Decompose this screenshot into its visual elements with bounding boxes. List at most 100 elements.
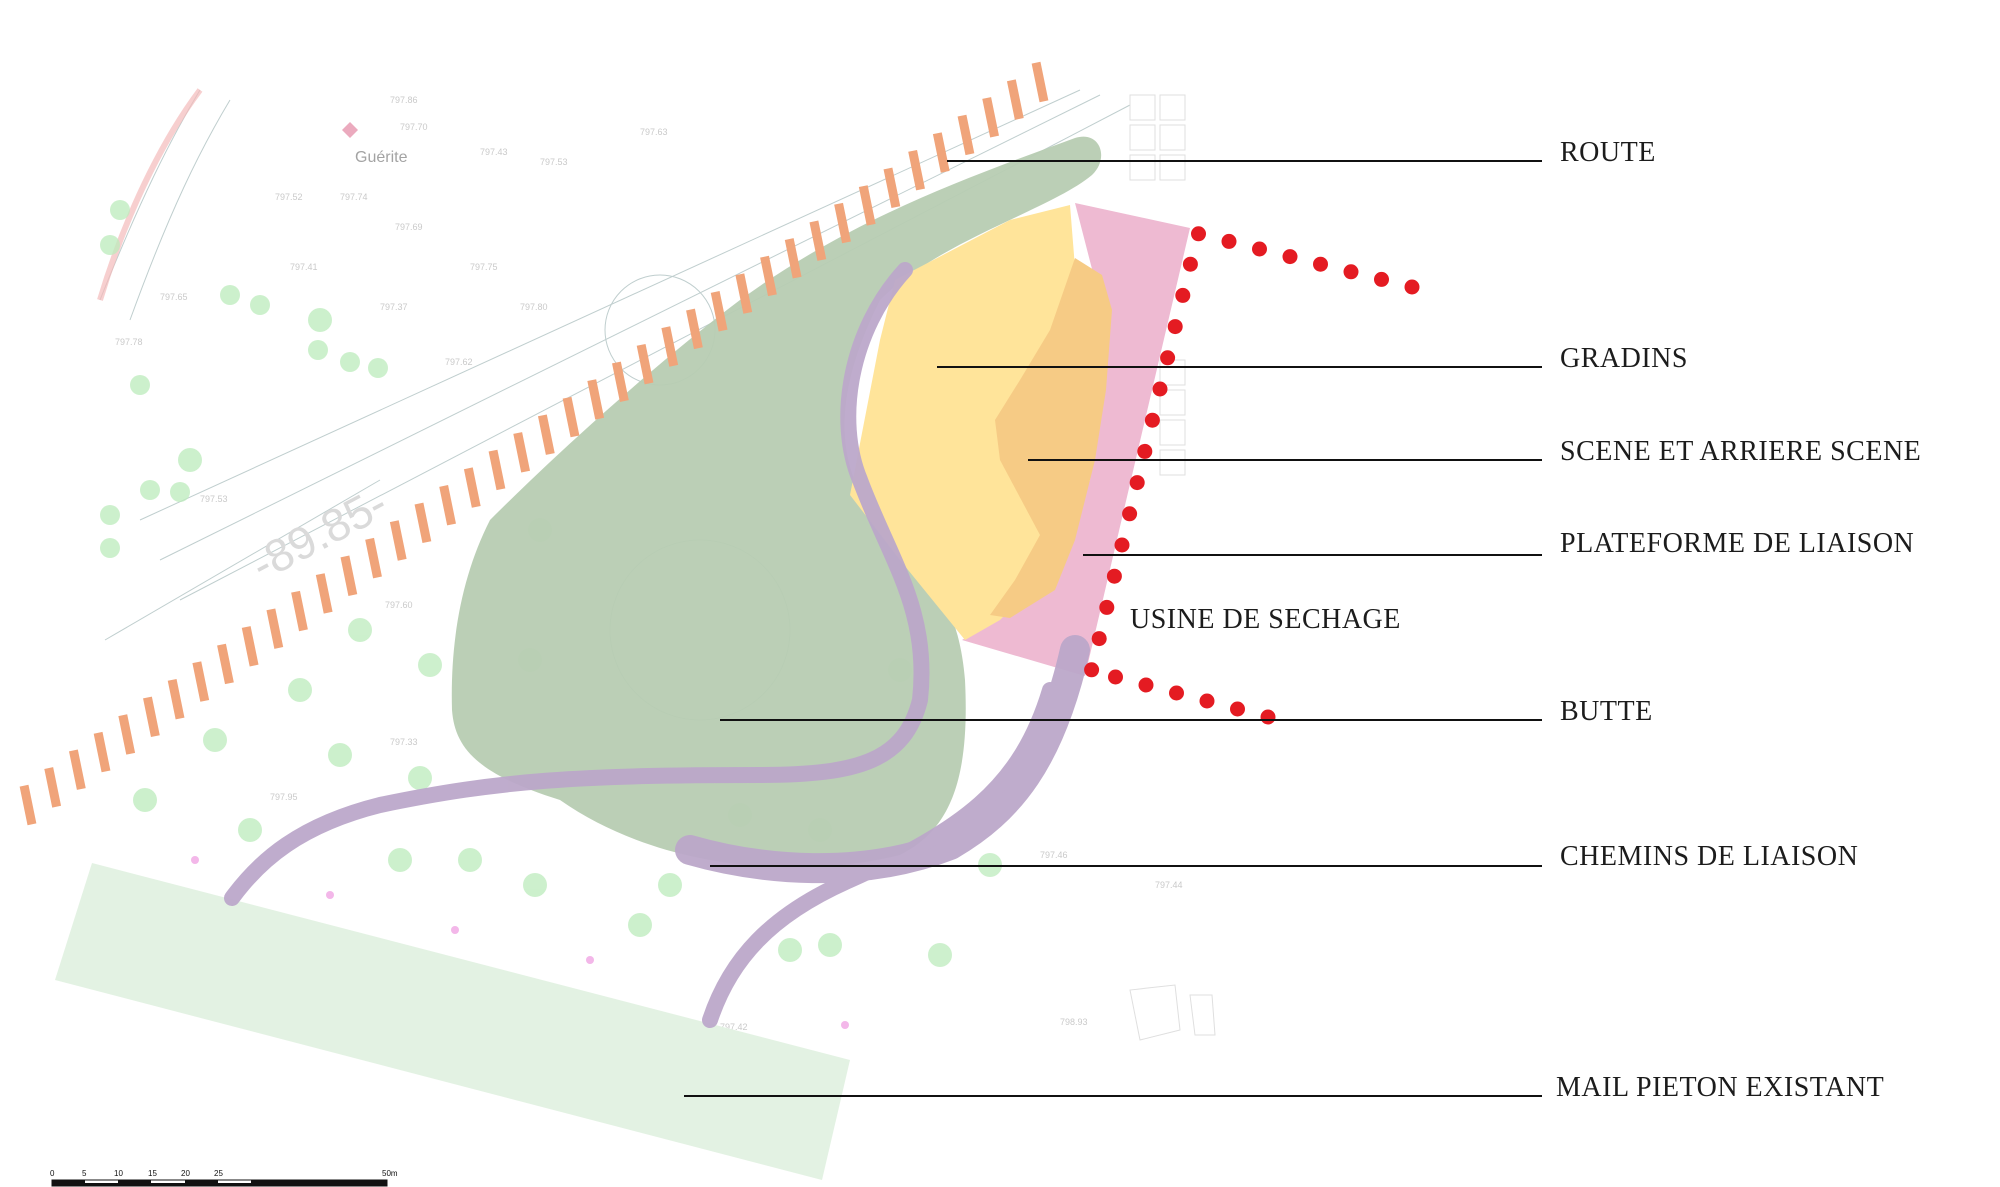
spot-height: 797.60 bbox=[385, 600, 413, 610]
usine-boundary-dot bbox=[1108, 669, 1123, 685]
label-butte: BUTTE bbox=[1560, 696, 1653, 727]
scale-tick-0: 0 bbox=[50, 1169, 55, 1178]
route-stripe bbox=[291, 590, 308, 632]
scale-tick-25: 25 bbox=[214, 1169, 223, 1178]
usine-boundary-dot bbox=[1260, 709, 1276, 725]
spot-height: 797.43 bbox=[480, 147, 508, 157]
route-stripe bbox=[661, 326, 679, 367]
spot-height: 797.33 bbox=[390, 737, 418, 747]
usine-boundary-dot bbox=[1129, 475, 1145, 491]
route-hatch bbox=[19, 61, 1049, 826]
route-stripe bbox=[957, 114, 975, 156]
route-stripe bbox=[562, 396, 580, 438]
usine-boundary-dot bbox=[1122, 506, 1138, 522]
route-stripe bbox=[463, 467, 481, 508]
spot-height: 797.65 bbox=[160, 292, 188, 302]
route-stripe bbox=[760, 255, 777, 297]
spot-height: 797.42 bbox=[720, 1022, 748, 1032]
usine-boundary-dot bbox=[1404, 279, 1420, 295]
route-stripe bbox=[932, 132, 950, 173]
usine-boundary-dot bbox=[1374, 271, 1389, 287]
route-stripe bbox=[982, 97, 999, 138]
route-stripe bbox=[118, 714, 136, 755]
route-stripe bbox=[365, 537, 382, 579]
route-stripe bbox=[167, 678, 185, 720]
leader-lines bbox=[684, 160, 1542, 1097]
spot-height: 797.86 bbox=[390, 95, 418, 105]
label-chemins: CHEMINS DE LIAISON bbox=[1560, 841, 1858, 872]
spot-height: 797.78 bbox=[115, 337, 143, 347]
spot-height: 797.69 bbox=[395, 222, 423, 232]
guerite-label: Guérite bbox=[355, 149, 408, 166]
route-stripe bbox=[612, 361, 629, 402]
route-stripe bbox=[735, 273, 753, 314]
usine-boundary-dot bbox=[1144, 412, 1160, 428]
route-stripe bbox=[439, 485, 456, 526]
chemin-sud bbox=[702, 682, 1058, 1028]
route-stripe bbox=[488, 449, 506, 491]
route-stripe bbox=[19, 784, 37, 826]
spot-height: 798.93 bbox=[1060, 1017, 1088, 1027]
route-stripe bbox=[686, 308, 703, 350]
scene-zone bbox=[990, 258, 1112, 618]
guerite-icon bbox=[342, 122, 358, 138]
usine-boundary-dot bbox=[1106, 568, 1122, 584]
route-stripe bbox=[340, 555, 358, 596]
route-stripe bbox=[834, 202, 851, 244]
spot-height: 797.41 bbox=[290, 262, 318, 272]
usine-boundary-dot bbox=[1169, 685, 1184, 701]
plateforme-zone bbox=[962, 203, 1190, 676]
spot-height: 797.62 bbox=[445, 357, 473, 367]
scale-tick-5: 5 bbox=[82, 1169, 87, 1178]
butte-zone bbox=[451, 136, 1102, 868]
route-stripe bbox=[143, 696, 160, 738]
usine-boundary-dot bbox=[1137, 443, 1153, 459]
gradins-zone bbox=[850, 205, 1092, 640]
route-stripe bbox=[809, 220, 827, 261]
usine-boundary-dot bbox=[1175, 287, 1191, 303]
spot-height: 797.52 bbox=[275, 192, 303, 202]
route-stripe bbox=[587, 379, 605, 420]
usine-boundary-dot bbox=[1199, 693, 1215, 709]
scale-tick-15: 15 bbox=[148, 1169, 157, 1178]
label-route: ROUTE bbox=[1560, 137, 1656, 168]
route-stripe bbox=[1006, 79, 1024, 120]
spot-height: 797.44 bbox=[1155, 880, 1183, 890]
spot-height: 797.53 bbox=[540, 157, 568, 167]
spot-height: 797.75 bbox=[470, 262, 498, 272]
usine-boundary-dot bbox=[1252, 241, 1267, 257]
scale-tick-50m: 50m bbox=[382, 1169, 398, 1178]
route-stripe bbox=[636, 343, 654, 385]
usine-boundary-dot bbox=[1152, 381, 1168, 397]
spot-height: 797.46 bbox=[1040, 850, 1068, 860]
route-stripe bbox=[389, 520, 407, 561]
usine-boundary-dot bbox=[1230, 701, 1245, 717]
route-stripe bbox=[266, 608, 284, 649]
route-stripe bbox=[93, 731, 111, 773]
chemins-de-liaison bbox=[224, 262, 1090, 1028]
usine-boundary-dot bbox=[1282, 249, 1298, 265]
usine-boundary-dot bbox=[1313, 256, 1328, 272]
chemin-boucle bbox=[224, 262, 930, 906]
route-stripe bbox=[1031, 61, 1049, 103]
usine-boundary-dot bbox=[1114, 537, 1130, 553]
route-stripe bbox=[315, 573, 333, 614]
route-stripe bbox=[217, 643, 234, 685]
route-stripe bbox=[241, 626, 259, 667]
spot-height: 797.74 bbox=[340, 192, 368, 202]
label-gradins: GRADINS bbox=[1560, 343, 1688, 374]
usine-boundary-dot bbox=[1160, 350, 1176, 366]
usine-boundary-dot bbox=[1191, 226, 1206, 242]
route-stripe bbox=[908, 149, 925, 191]
route-stripe bbox=[414, 502, 432, 544]
spot-height: 797.37 bbox=[380, 302, 408, 312]
usine-de-sechage-boundary bbox=[1084, 226, 1420, 725]
label-mail: MAIL PIETON EXISTANT bbox=[1556, 1072, 1884, 1103]
usine-boundary-dot bbox=[1167, 319, 1183, 335]
spot-height: 797.53 bbox=[200, 494, 228, 504]
route-stripe bbox=[883, 167, 901, 209]
route-stripe bbox=[858, 185, 876, 226]
spot-height: 797.70 bbox=[400, 122, 428, 132]
usine-boundary-dot bbox=[1343, 264, 1359, 280]
